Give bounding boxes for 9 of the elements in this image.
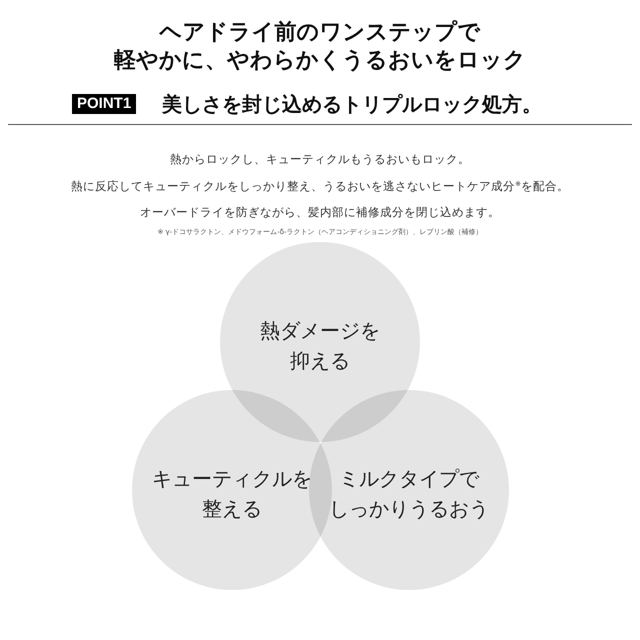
body-text: オーバードライを防ぎながら、髪内部に補修成分を閉じ込めます。 [140, 205, 500, 220]
circle-label: キューティクルを整える [152, 466, 312, 523]
point-badge: POINT1 [72, 94, 136, 114]
circle-label: ミルクタイプでしっかりうるおう [329, 466, 489, 523]
circle-label: 熱ダメージを抑える [260, 318, 380, 375]
body-text: 熱からロックし、キューティクルもうるおいもロック。 [170, 152, 470, 167]
page-title: ヘアドライ前のワンステップで軽やかに、やわらかくうるおいをロック [114, 19, 526, 74]
section-heading: 美しさを封じ込めるトリプルロック処方。 [162, 92, 542, 116]
body-text: 熱に反応してキューティクルをしっかり整え、うるおいを逃さないヒートケア成分$^{※}$を配合。 [71, 179, 569, 194]
